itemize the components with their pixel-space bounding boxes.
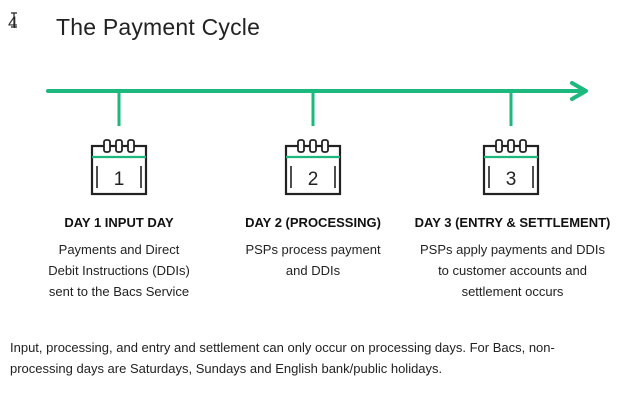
day-3-line: PSPs apply payments and DDIs — [420, 242, 605, 257]
timeline-diagram: 1 2 3 — [46, 81, 588, 196]
arrow-right-icon — [46, 81, 588, 101]
page-number: 4 — [8, 13, 18, 32]
day-1-marker: 1 — [90, 93, 148, 196]
day-1-line: Payments and Direct — [58, 242, 180, 257]
calendar-icon: 1 — [90, 139, 148, 196]
day-3-line: settlement occurs — [461, 284, 564, 299]
calendar-icon: 2 — [284, 139, 342, 196]
day-1-column: DAY 1 INPUT DAY Payments and Direct Debi… — [14, 215, 224, 302]
day-2-line: PSPs process payment — [245, 242, 381, 257]
day-1-line: Debit Instructions (DDIs) — [48, 263, 190, 278]
day-3-heading: DAY 3 (ENTRY & SETTLEMENT) — [414, 215, 611, 230]
footnote-line: processing days are Saturdays, Sundays a… — [10, 361, 443, 376]
day-2-description: PSPs process payment and DDIs — [208, 239, 418, 281]
day-1-line: sent to the Bacs Service — [48, 284, 190, 299]
day-3-description: PSPs apply payments and DDIs to customer… — [410, 239, 615, 302]
calendar-day-number: 3 — [506, 169, 517, 190]
day-2-column: DAY 2 (PROCESSING) PSPs process payment … — [208, 215, 418, 281]
day-2-line: and DDIs — [285, 263, 341, 278]
footnote-line: Input, processing, and entry and settlem… — [10, 340, 555, 355]
day-2-marker: 2 — [284, 93, 342, 196]
day-3-marker: 3 — [482, 93, 540, 196]
day-1-description: Payments and Direct Debit Instructions (… — [14, 239, 224, 302]
calendar-icon: 3 — [482, 139, 540, 196]
day-2-heading: DAY 2 (PROCESSING) — [245, 215, 381, 230]
page-title: The Payment Cycle — [56, 14, 261, 40]
calendar-day-number: 1 — [114, 169, 125, 190]
day-3-column: DAY 3 (ENTRY & SETTLEMENT) PSPs apply pa… — [410, 215, 615, 302]
day-1-heading: DAY 1 INPUT DAY — [64, 215, 174, 230]
calendar-day-number: 2 — [308, 169, 319, 190]
footnote: Input, processing, and entry and settlem… — [10, 337, 625, 379]
text-cursor-icon — [11, 12, 17, 28]
day-3-line: to customer accounts and — [438, 263, 587, 278]
